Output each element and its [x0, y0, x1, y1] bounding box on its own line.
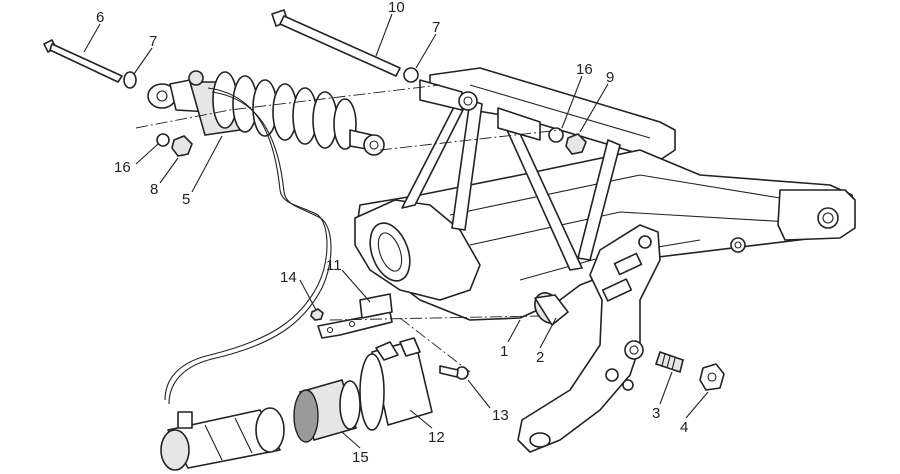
swingarm [354, 67, 856, 326]
callout-7-left: 7 [149, 33, 157, 50]
nut-8 [171, 135, 193, 157]
callout-numbers: 6 7 10 7 16 9 16 8 5 14 11 1 2 13 12 15 … [96, 0, 688, 466]
callout-12: 12 [428, 429, 445, 446]
spring-coils [212, 71, 357, 150]
caliper-bracket-plate [517, 224, 661, 453]
reservoir-hose [164, 87, 328, 401]
remote-reservoir [160, 407, 285, 471]
assembly-centerlines [135, 84, 561, 373]
callout-5: 5 [182, 191, 190, 208]
reservoir-hose-edge [168, 91, 332, 405]
callout-8: 8 [150, 181, 158, 198]
callout-9: 9 [606, 69, 614, 86]
callout-13: 13 [492, 407, 509, 424]
callout-3: 3 [652, 405, 660, 422]
reservoir-clamp [359, 337, 433, 431]
callout-16-left: 16 [114, 159, 131, 176]
nut-4 [699, 363, 725, 391]
shock-absorber [147, 70, 385, 156]
callout-7-right: 7 [432, 19, 440, 36]
bolt-10 [271, 9, 401, 77]
washer-16-right [548, 127, 564, 143]
washer-7-right [403, 67, 419, 83]
callout-4: 4 [680, 419, 688, 436]
nut-14 [310, 308, 324, 321]
bolt-3 [654, 350, 684, 374]
callout-6: 6 [96, 9, 104, 26]
callout-1: 1 [500, 343, 508, 360]
bolt-6 [43, 39, 123, 83]
callout-14: 14 [280, 269, 297, 286]
washer-7-left [123, 71, 137, 89]
leader-lines [83, 13, 709, 449]
washer-16-left [156, 133, 170, 147]
callout-15: 15 [352, 449, 369, 466]
callout-2: 2 [536, 349, 544, 366]
nut-9 [565, 133, 587, 155]
callout-10: 10 [388, 0, 405, 16]
callout-16-right: 16 [576, 61, 593, 78]
rubber-sleeve [293, 379, 361, 443]
screw-13 [439, 365, 469, 380]
mounting-bracket [317, 293, 393, 339]
callout-11: 11 [326, 257, 342, 274]
